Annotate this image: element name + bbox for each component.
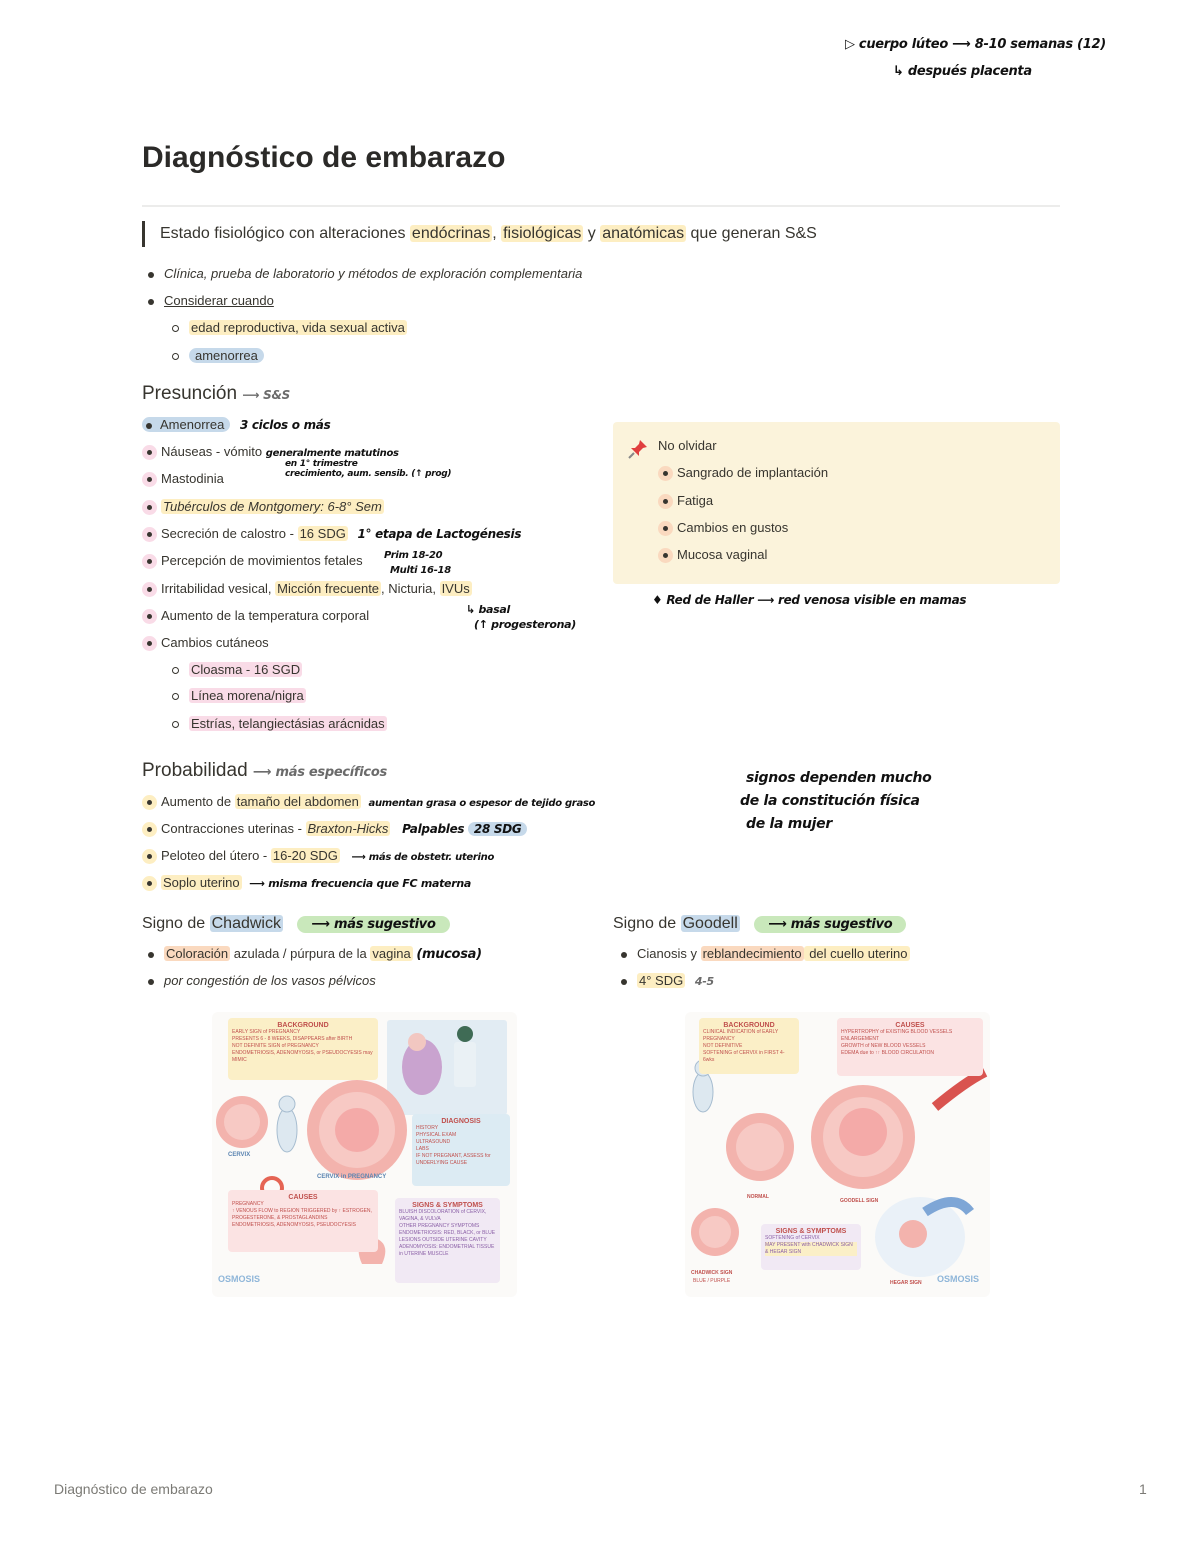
goodell-item-sdg: 4° SDG 4-5 (621, 973, 714, 988)
presuncion-amenorrea: Amenorrea 3 ciclos o más (142, 417, 331, 432)
normal-label: NORMAL (747, 1194, 769, 1200)
no-olvidar-item: Sangrado de implantación (658, 465, 828, 482)
quote-bar (142, 221, 145, 247)
presuncion-movimientos: Percepción de movimientos fetales (142, 553, 363, 570)
presuncion-cutaneos: Cambios cutáneos (142, 635, 269, 652)
presuncion-calostro: Secreción de calostro - 16 SDG 1° etapa … (142, 526, 521, 543)
probabilidad-soplo: Soplo uterino ⟶ misma frecuencia que FC … (142, 875, 471, 892)
chadwick-heading: Signo de Chadwick ⟶ más sugestivo (142, 915, 450, 933)
no-olvidar-item: Mucosa vaginal (658, 547, 767, 564)
mastodinia-note1: en 1° trimestre (285, 459, 358, 469)
intro-item-considerar: Considerar cuando (148, 293, 274, 308)
cervix-pregnancy-label: CERVIX in PREGNANCY (317, 1174, 387, 1180)
causes-card: CAUSES HYPERTROPHY of EXISTING BLOOD VES… (837, 1018, 983, 1076)
title-divider (142, 205, 1060, 207)
no-olvidar-item: Cambios en gustos (658, 520, 788, 537)
signs-card: SIGNS & SYMPTOMS BLUISH DISCOLORATION of… (395, 1198, 500, 1283)
pushpin-icon (627, 438, 649, 460)
chadwick-sign-sub: BLUE / PURPLE (693, 1278, 731, 1284)
section-presuncion: Presunción ⟶ S&S (142, 383, 290, 404)
probabilidad-side-note3: de la mujer (746, 816, 832, 832)
presuncion-irritabilidad: Irritabilidad vesical, Micción frecuente… (142, 581, 472, 598)
goodell-item-cianosis: Cianosis y reblandecimiento del cuello u… (621, 946, 910, 961)
goodell-sign-label: GOODELL SIGN (840, 1198, 879, 1204)
causes-card: CAUSES PREGNANCY ↑ VENOUS FLOW to REGION… (228, 1190, 378, 1252)
cutaneos-estrias: Estrías, telangiectásias arácnidas (172, 716, 387, 731)
intro-item-clinica: Clínica, prueba de laboratorio y métodos… (148, 266, 582, 281)
chadwick-infographic: BACKGROUND EARLY SIGN of PREGNANCY PRESE… (212, 1012, 517, 1297)
signs-card: SIGNS & SYMPTOMS SOFTENING of CERVIX MAY… (761, 1224, 861, 1270)
top-note-line2: ↳ después placenta (893, 64, 1032, 79)
movimientos-note1: Prim 18-20 (384, 550, 443, 561)
probabilidad-side-note2: de la constitución física (740, 793, 920, 809)
movimientos-note2: Multi 16-18 (390, 565, 451, 576)
section-probabilidad: Probabilidad ⟶ más específicos (142, 760, 387, 781)
chadwick-sign-label: CHADWICK SIGN (691, 1270, 733, 1276)
mastodinia-note2: crecimiento, aum. sensib. (↑ prog) (285, 469, 452, 479)
chadwick-item-coloracion: Coloración azulada / púrpura de la vagin… (148, 946, 482, 962)
cutaneos-cloasma: Cloasma - 16 SGD (172, 662, 303, 677)
no-olvidar-item: Fatiga (658, 493, 713, 510)
temperatura-note2: (↑ progesterona) (474, 618, 576, 631)
red-haller-note: ♦ Red de Haller ⟶ red venosa visible en … (652, 593, 967, 607)
presuncion-mastodinia: Mastodinia (142, 471, 224, 488)
osmosis-logo: OSMOSIS (218, 1274, 261, 1284)
footer-title: Diagnóstico de embarazo (54, 1481, 213, 1497)
chadwick-item-congestion: por congestión de los vasos pélvicos (148, 973, 376, 988)
cervix-label: CERVIX (228, 1152, 251, 1158)
hegar-sign-label: HEGAR SIGN (890, 1280, 922, 1286)
bg-card: BACKGROUND CLINICAL INDICATION of EARLY … (699, 1018, 799, 1074)
no-olvidar-callout: No olvidar Sangrado de implantación Fati… (613, 422, 1060, 584)
page-number: 1 (1139, 1481, 1147, 1497)
probabilidad-contracciones: Contracciones uterinas - Braxton-Hicks P… (142, 821, 528, 838)
top-note-line1: ▷ cuerpo lúteo ⟶ 8-10 semanas (12) (845, 37, 1106, 52)
osmosis-logo: OSMOSIS (937, 1274, 980, 1284)
goodell-heading: Signo de Goodell ⟶ más sugestivo (613, 915, 907, 933)
probabilidad-peloteo: Peloteo del útero - 16-20 SDG ⟶ más de o… (142, 848, 494, 865)
probabilidad-abdomen: Aumento de tamaño del abdomen aumentan g… (142, 794, 595, 811)
presuncion-nauseas: Náuseas - vómito generalmente matutinos (142, 444, 399, 461)
bg-card: BACKGROUND EARLY SIGN of PREGNANCY PRESE… (228, 1018, 378, 1080)
cutaneos-linea: Línea morena/nigra (172, 688, 306, 703)
diagnosis-card: DIAGNOSIS HISTORY PHYSICAL EXAM ULTRASOU… (412, 1114, 510, 1186)
no-olvidar-title: No olvidar (658, 438, 717, 453)
page-title: Diagnóstico de embarazo (142, 141, 506, 174)
intro-sub-edad: edad reproductiva, vida sexual activa (172, 320, 407, 335)
probabilidad-side-note1: signos dependen mucho (746, 770, 932, 786)
presuncion-temperatura: Aumento de la temperatura corporal (142, 608, 369, 625)
presuncion-montgomery: Tubérculos de Montgomery: 6-8° Sem (142, 499, 384, 516)
goodell-infographic: BACKGROUND CLINICAL INDICATION of EARLY … (685, 1012, 990, 1297)
quote-text: Estado fisiológico con alteraciones endó… (160, 225, 817, 242)
temperatura-note1: ↳ basal (466, 603, 510, 616)
intro-sub-amenorrea: amenorrea (172, 348, 264, 363)
